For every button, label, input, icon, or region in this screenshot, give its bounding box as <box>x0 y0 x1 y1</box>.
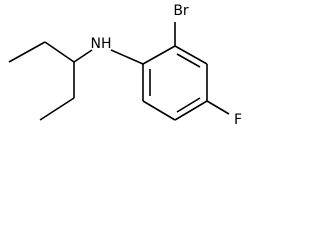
fluorine-label: F <box>234 112 242 128</box>
bond-n-to-ring <box>110 49 144 65</box>
amine-label: NH <box>91 36 112 52</box>
structure-diagram: NH Br F <box>8 3 242 128</box>
ring-bond-c4-c5 <box>174 100 208 121</box>
bond-ch-to-n <box>73 49 93 63</box>
bond-ethyl-upper-ch3 <box>8 41 46 63</box>
ring-double-bond-c2-c3 <box>176 53 201 68</box>
bond-ring-to-f <box>206 100 230 115</box>
pentan-3-yl-group <box>8 41 93 121</box>
ring-double-bond-c4-c5 <box>176 97 201 113</box>
ring-bond-c1-c2 <box>142 45 176 65</box>
bond-ethyl-upper-ch2 <box>44 41 75 63</box>
ring-bond-c2-c3 <box>174 45 208 65</box>
bromine-label: Br <box>173 3 189 19</box>
bond-ethyl-lower-ch3 <box>39 97 75 121</box>
benzene-ring <box>142 45 208 121</box>
ring-bond-c5-c6 <box>142 100 176 121</box>
